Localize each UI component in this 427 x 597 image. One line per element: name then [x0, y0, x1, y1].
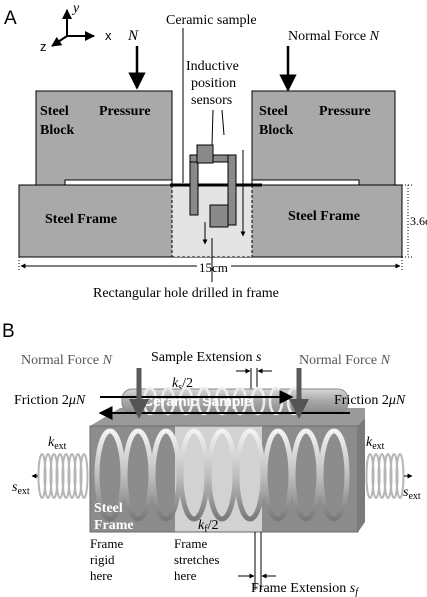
steel-block-left-label: Steel Block — [40, 104, 74, 138]
ceramic-sample-label: Ceramic Sample — [143, 393, 252, 409]
external-spring-right — [365, 453, 405, 499]
sensors-label: Inductive position sensors — [186, 59, 242, 108]
kext-left-label: kext — [48, 435, 67, 452]
normal-force-left-label: Normal Force N — [21, 353, 113, 368]
axes-icon: y x z — [40, 1, 112, 54]
sext-right-label: sext — [403, 485, 421, 502]
steel-block-right-label: Steel Block — [259, 104, 293, 138]
height-dimension-label: 3.6cm — [410, 214, 427, 228]
steel-block-left — [35, 90, 173, 186]
ks-label: ks/2 — [172, 376, 193, 393]
sample-extension-label: Sample Extension s — [151, 350, 262, 365]
force-left-label: N — [127, 28, 139, 44]
pressure-right-label: Pressure — [319, 104, 371, 119]
panel-b: B Normal Force N Sample Extension s Norm… — [2, 321, 421, 597]
panel-a: A y x z N Normal Force N Ceramic sample … — [4, 1, 427, 301]
friction-right-label: Friction 2μN — [334, 393, 406, 408]
axis-x-label: x — [105, 28, 112, 43]
position-sensors — [189, 144, 246, 245]
normal-force-right-label: Normal Force N — [299, 353, 391, 368]
hole-label: Rectangular hole drilled in frame — [93, 286, 279, 301]
steel-frame-left-label: Steel Frame — [45, 212, 117, 227]
frame-spring — [94, 428, 350, 522]
steel-block-right — [251, 90, 396, 186]
steel-frame-label: Steel Frame — [94, 501, 134, 533]
pressure-left-label: Pressure — [99, 104, 151, 119]
frame-extension-label: Frame Extension sf — [251, 581, 359, 597]
width-dimension-label: 15cm — [199, 260, 228, 275]
kf-label: kf/2 — [198, 518, 218, 535]
frame-stretches-note: Frame stretches here — [174, 536, 223, 583]
friction-left-label: Friction 2μN — [14, 393, 86, 408]
axis-y-label: y — [71, 1, 80, 16]
panel-b-letter: B — [2, 321, 15, 342]
external-spring-left — [37, 453, 89, 499]
frame-rigid-note: Frame rigid here — [90, 536, 126, 583]
normal-force-label: Normal Force N — [288, 29, 380, 44]
kext-right-label: kext — [366, 435, 385, 452]
sext-left-label: sext — [12, 480, 30, 497]
panel-a-letter: A — [4, 8, 17, 29]
ceramic-sample-label: Ceramic sample — [166, 13, 257, 28]
steel-frame-right-label: Steel Frame — [288, 209, 360, 224]
axis-z-label: z — [40, 39, 47, 54]
